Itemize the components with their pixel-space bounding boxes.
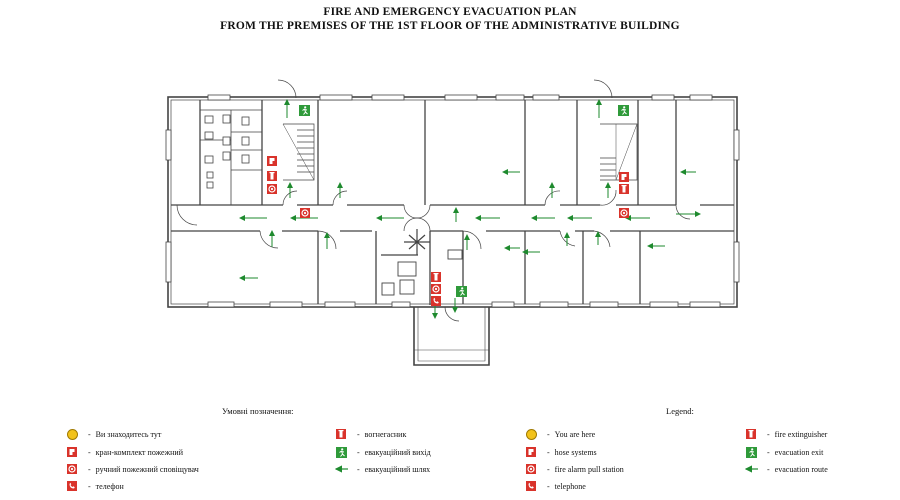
hose-reel-icon — [267, 156, 277, 166]
running-man-exit-icon — [745, 446, 757, 458]
legend-item-hose-en: -hose systems — [523, 445, 597, 459]
green-arrow-icon — [334, 465, 348, 473]
legend-item-exit-en: -evacuation exit — [743, 445, 823, 459]
alarm-button-icon — [66, 463, 78, 475]
alarm-button-icon — [618, 207, 630, 219]
legend-item-alarm-ua: -ручний пожежний сповіщувач — [64, 462, 199, 476]
hose-reel-icon — [66, 446, 77, 457]
door-swings — [176, 79, 691, 322]
legend-item-phone-ua: -телефон — [64, 479, 124, 493]
yellow-circle-icon — [66, 428, 78, 440]
legend-item-exit-ua: -евакуаційний вихід — [333, 445, 431, 459]
fire-extinguisher-icon — [431, 272, 441, 282]
legend-item-here-ua: -Ви знаходитесь тут — [64, 427, 161, 441]
telephone-icon — [525, 480, 536, 491]
alarm-button-icon — [525, 463, 537, 475]
legend-heading-ua: Умовні позначення: — [222, 406, 294, 416]
legend-item-alarm-en: -fire alarm pull station — [523, 462, 624, 476]
running-man-exit-icon — [335, 446, 347, 458]
hose-reel-icon — [619, 172, 629, 182]
alarm-button-icon — [430, 283, 442, 295]
yellow-circle-icon — [525, 428, 537, 440]
legend-item-hose-ua: -кран-комплект пожежний — [64, 445, 183, 459]
plan-title: FIRE AND EMERGENCY EVACUATION PLAN — [323, 6, 577, 18]
fire-extinguisher-icon — [745, 428, 756, 439]
floor-plan — [165, 79, 740, 366]
evacuation-route — [239, 99, 701, 319]
fire-extinguisher-icon — [335, 428, 346, 439]
windows — [165, 94, 740, 308]
lobby-furniture — [381, 229, 463, 296]
legend-item-ext-ua: -вогнегасник — [333, 427, 406, 441]
legend-heading-en: Legend: — [666, 406, 694, 416]
plan-subtitle: FROM THE PREMISES OF THE 1ST FLOOR OF TH… — [220, 20, 680, 32]
legend-item-route-en: -evacuation route — [743, 462, 828, 476]
green-arrow-icon — [744, 465, 758, 473]
telephone-icon — [431, 296, 441, 306]
legend-item-here-en: -You are here — [523, 427, 595, 441]
legend-item-route-ua: -евакуаційний шлях — [333, 462, 430, 476]
hose-reel-icon — [525, 446, 536, 457]
telephone-icon — [66, 480, 77, 491]
stairs — [282, 123, 638, 181]
alarm-button-icon — [299, 207, 311, 219]
running-man-exit-icon — [298, 104, 311, 117]
fire-extinguisher-icon — [267, 171, 277, 181]
restroom-fixtures — [200, 109, 262, 205]
legend-item-phone-en: -telephone — [523, 479, 586, 493]
fire-extinguisher-icon — [619, 184, 629, 194]
interior-walls — [171, 100, 734, 305]
legend-item-ext-en: -fire extinguisher — [743, 427, 827, 441]
running-man-exit-icon — [617, 104, 630, 117]
alarm-button-icon — [266, 183, 278, 195]
running-man-exit-icon — [455, 285, 468, 298]
